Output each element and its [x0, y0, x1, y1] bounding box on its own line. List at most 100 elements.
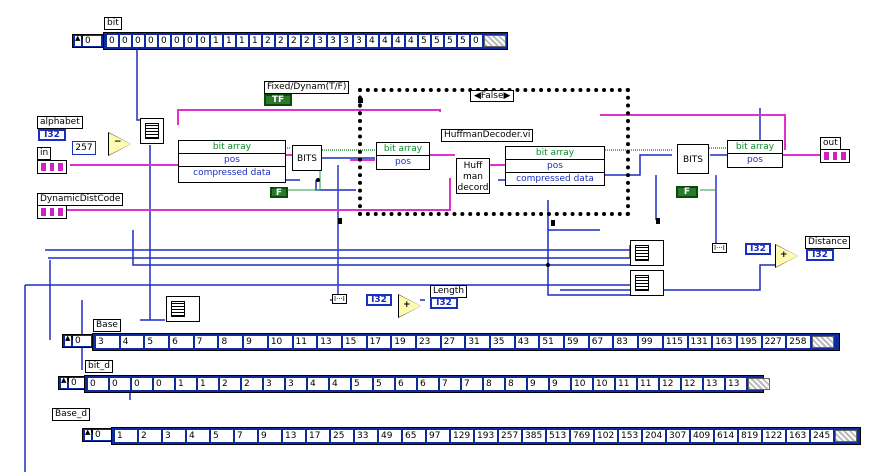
bit-d-cell[interactable]: 2 [220, 378, 240, 390]
bit-d-cell[interactable]: 0 [132, 378, 152, 390]
base-d-cell[interactable]: 307 [667, 430, 689, 442]
base-cell[interactable]: 8 [219, 336, 243, 348]
bit-d-cell[interactable]: 11 [638, 378, 658, 390]
bit-d-index-value[interactable]: 0 [69, 378, 87, 388]
bit-cell[interactable]: 1 [211, 35, 222, 47]
bit-d-cell[interactable]: 7 [440, 378, 460, 390]
bundle-by-name-3[interactable]: bit array pos compressed data [505, 146, 605, 186]
next-case-icon[interactable]: ▶ [503, 91, 511, 101]
bit-cell[interactable]: 0 [146, 35, 157, 47]
base-d-cell[interactable]: 385 [523, 430, 545, 442]
base-d-cell[interactable]: 102 [595, 430, 617, 442]
bit-d-cell[interactable]: 1 [176, 378, 196, 390]
base-d-cell[interactable]: 409 [691, 430, 713, 442]
base-d-cell[interactable]: 819 [739, 430, 761, 442]
false-constant-1[interactable]: F [270, 187, 288, 198]
add-distance-node[interactable] [776, 245, 798, 267]
bit-cell[interactable]: 1 [224, 35, 235, 47]
base-d-cell[interactable]: 245 [811, 430, 833, 442]
base-index[interactable]: ▲▼0 [62, 334, 94, 348]
base-d-cell[interactable]: 257 [499, 430, 521, 442]
base-cell[interactable]: 17 [367, 336, 391, 348]
bit-cell[interactable]: 0 [133, 35, 144, 47]
bit-d-cell[interactable]: 4 [308, 378, 328, 390]
base-cell[interactable]: 13 [318, 336, 341, 348]
fixed-dynam-terminal[interactable]: TF [264, 94, 292, 106]
base-cell[interactable]: 43 [515, 336, 539, 348]
bit-d-cell[interactable]: 12 [660, 378, 680, 390]
bit-cell[interactable]: 0 [172, 35, 183, 47]
bit-d-index[interactable]: ▲▼0 [58, 376, 90, 390]
bit-d-cell[interactable]: 8 [506, 378, 526, 390]
base-cell[interactable]: 227 [762, 336, 786, 348]
spin-icon[interactable]: ▲▼ [85, 429, 96, 440]
base-index-value[interactable]: 0 [73, 336, 91, 346]
bit-d-cell[interactable]: 7 [462, 378, 482, 390]
bit-d-cell[interactable]: 13 [704, 378, 724, 390]
base-d-cell[interactable]: 1 [115, 430, 137, 442]
base-cell[interactable]: 195 [737, 336, 761, 348]
bit-cell[interactable]: 0 [120, 35, 131, 47]
base-cell[interactable]: 7 [194, 336, 218, 348]
base-cell[interactable]: 35 [491, 336, 514, 348]
bit-d-cell[interactable]: 13 [726, 378, 746, 390]
base-d-cell[interactable]: 163 [787, 430, 809, 442]
bit-cell[interactable]: 1 [237, 35, 248, 47]
bit-cell[interactable]: 3 [315, 35, 326, 47]
bit-index-value[interactable]: 0 [83, 36, 101, 46]
bit-cell[interactable]: 0 [159, 35, 170, 47]
dynamic-dist-code-terminal[interactable] [37, 205, 67, 219]
bit-d-cell[interactable]: 12 [682, 378, 702, 390]
bit-cell[interactable]: 3 [328, 35, 339, 47]
base-cell[interactable]: 11 [293, 336, 317, 348]
bit-cell[interactable]: 2 [302, 35, 313, 47]
base-d-cell[interactable]: 153 [619, 430, 641, 442]
bit-d-cell[interactable]: 8 [484, 378, 504, 390]
base-cell[interactable]: 258 [787, 336, 810, 348]
bit-cell[interactable]: 1 [250, 35, 261, 47]
bit-cell[interactable]: 2 [263, 35, 274, 47]
base-d-cell[interactable]: 5 [211, 430, 233, 442]
length-terminal[interactable]: I32 [430, 297, 458, 309]
base-cell[interactable]: 27 [441, 336, 465, 348]
bit-cell[interactable]: 5 [458, 35, 469, 47]
base-cell[interactable]: 59 [565, 336, 588, 348]
bit-cell[interactable]: 4 [406, 35, 417, 47]
base-d-cell[interactable]: 614 [715, 430, 737, 442]
base-cell[interactable]: 83 [614, 336, 638, 348]
subtract-node[interactable] [109, 133, 131, 155]
bit-cell[interactable]: 0 [471, 35, 482, 47]
base-d-index[interactable]: ▲▼0 [82, 428, 114, 442]
bit-cell[interactable]: 0 [198, 35, 209, 47]
case-selector[interactable]: ◀False▶ [470, 90, 515, 102]
constant-257[interactable]: 257 [72, 141, 96, 155]
alphabet-terminal[interactable]: I32 [38, 129, 66, 141]
base-cell[interactable]: 67 [589, 336, 613, 348]
base-cell[interactable]: 163 [713, 336, 736, 348]
bit-d-cell[interactable]: 3 [264, 378, 284, 390]
bit-d-cell[interactable]: 0 [88, 378, 108, 390]
bit-d-cell[interactable]: 0 [110, 378, 130, 390]
index-array-node-bitd[interactable] [630, 240, 664, 266]
base-d-cell[interactable]: 4 [187, 430, 209, 442]
bits-subvi-1[interactable]: BITS [292, 145, 322, 171]
base-d-cell[interactable]: 33 [355, 430, 377, 442]
base-d-cell[interactable]: 193 [475, 430, 497, 442]
bit-d-cell[interactable]: 9 [550, 378, 570, 390]
base-d-cell[interactable]: 25 [331, 430, 353, 442]
base-d-index-value[interactable]: 0 [93, 430, 111, 440]
out-terminal[interactable] [820, 149, 850, 163]
base-d-cell[interactable]: 122 [763, 430, 785, 442]
base-d-cell[interactable]: 204 [643, 430, 665, 442]
bit-d-cell[interactable]: 6 [418, 378, 438, 390]
base-cell[interactable]: 51 [540, 336, 564, 348]
bit-d-cell[interactable]: 1 [198, 378, 218, 390]
index-array-node-based[interactable] [630, 270, 664, 296]
bit-cell[interactable]: 0 [185, 35, 196, 47]
unbundle-by-name-2[interactable]: bit array pos [376, 142, 430, 170]
unbundle-by-name-1[interactable]: bit array pos compressed data [178, 140, 286, 183]
base-d-cell[interactable]: 129 [451, 430, 473, 442]
